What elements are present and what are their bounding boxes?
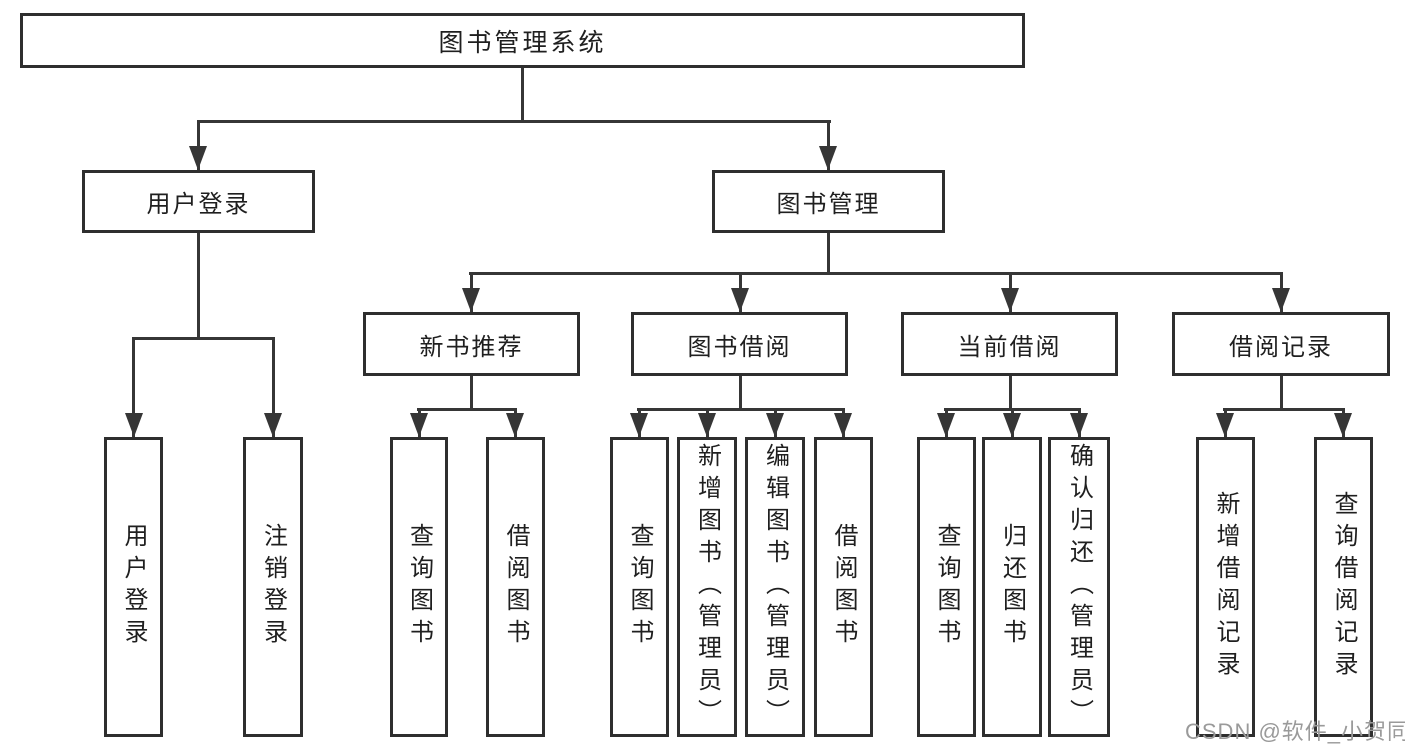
connector-line [132, 337, 135, 437]
arrow-down-icon [462, 288, 480, 312]
node-root-label: 图书管理系统 [438, 28, 607, 57]
arrow-down-icon [506, 413, 524, 437]
leaf-confirm-return-admin-label: 确认归还（管理员） [1065, 443, 1093, 731]
arrow-down-icon [1070, 413, 1088, 437]
leaf-query-books-1-label: 查询图书 [405, 523, 433, 651]
connector-line [827, 233, 830, 272]
node-current-borrowing: 当前借阅 [901, 312, 1118, 376]
connector-line [827, 120, 830, 170]
leaf-user-login-label: 用户登录 [120, 523, 147, 651]
arrow-down-icon [189, 146, 207, 170]
arrow-down-icon [819, 146, 837, 170]
connector-line [1280, 376, 1283, 408]
connector-line [470, 376, 473, 408]
arrow-down-icon [731, 288, 749, 312]
connector-line [417, 408, 517, 411]
arrow-down-icon [1216, 413, 1234, 437]
arrow-down-icon [125, 413, 143, 437]
leaf-return-books: 归还图书 [982, 437, 1042, 737]
arrow-down-icon [1272, 288, 1290, 312]
leaf-borrow-books-2: 借阅图书 [814, 437, 873, 737]
arrow-down-icon [264, 413, 282, 437]
leaf-user-login: 用户登录 [104, 437, 163, 737]
node-root: 图书管理系统 [20, 13, 1025, 68]
node-book-borrowing-label: 图书借阅 [687, 333, 792, 361]
node-book-borrowing: 图书借阅 [631, 312, 848, 376]
leaf-query-books-3: 查询图书 [917, 437, 976, 737]
arrow-down-icon [630, 413, 648, 437]
arrow-down-icon [1334, 413, 1352, 437]
leaf-query-borrow-record: 查询借阅记录 [1314, 437, 1373, 737]
leaf-confirm-return-admin: 确认归还（管理员） [1048, 437, 1110, 737]
leaf-logout-label: 注销登录 [259, 523, 287, 651]
leaf-borrow-books-1-label: 借阅图书 [502, 523, 529, 651]
arrow-down-icon [410, 413, 428, 437]
leaf-return-books-label: 归还图书 [998, 523, 1026, 651]
leaf-query-books-2: 查询图书 [610, 437, 669, 737]
watermark: CSDN @软件_小贺同学 [1185, 719, 1405, 744]
arrow-down-icon [834, 413, 852, 437]
connector-line [197, 120, 200, 170]
arrow-down-icon [1001, 288, 1019, 312]
node-new-book-recommend: 新书推荐 [363, 312, 580, 376]
leaf-edit-books-admin: 编辑图书（管理员） [745, 437, 805, 737]
node-borrowing-records: 借阅记录 [1172, 312, 1390, 376]
connector-line [521, 68, 524, 120]
leaf-add-books-admin: 新增图书（管理员） [677, 437, 737, 737]
node-new-book-recommend-label: 新书推荐 [419, 333, 524, 361]
connector-line [197, 120, 831, 123]
connector-line [739, 376, 742, 408]
node-book-management: 图书管理 [712, 170, 945, 233]
node-current-borrowing-label: 当前借阅 [957, 333, 1062, 361]
leaf-query-books-1: 查询图书 [390, 437, 448, 737]
leaf-query-books-3-label: 查询图书 [933, 523, 960, 651]
connector-line [469, 272, 1283, 275]
leaf-add-books-admin-label: 新增图书（管理员） [693, 443, 721, 731]
node-user-login-label: 用户登录 [146, 191, 251, 218]
node-book-management-label: 图书管理 [776, 191, 881, 218]
connector-line [637, 408, 845, 411]
connector-line [1223, 408, 1345, 411]
leaf-borrow-books-1: 借阅图书 [486, 437, 545, 737]
leaf-edit-books-admin-label: 编辑图书（管理员） [761, 443, 789, 731]
connector-line [1009, 376, 1012, 408]
leaf-add-borrow-record: 新增借阅记录 [1196, 437, 1255, 737]
leaf-borrow-books-2-label: 借阅图书 [830, 523, 857, 651]
connector-line [197, 233, 200, 337]
connector-line [132, 337, 275, 340]
leaf-add-borrow-record-label: 新增借阅记录 [1212, 491, 1239, 683]
arrow-down-icon [766, 413, 784, 437]
leaf-logout: 注销登录 [243, 437, 303, 737]
leaf-query-books-2-label: 查询图书 [626, 523, 653, 651]
node-user-login: 用户登录 [82, 170, 315, 233]
leaf-query-borrow-record-label: 查询借阅记录 [1330, 491, 1357, 683]
connector-line [272, 337, 275, 437]
node-borrowing-records-label: 借阅记录 [1229, 333, 1333, 361]
arrow-down-icon [698, 413, 716, 437]
arrow-down-icon [937, 413, 955, 437]
arrow-down-icon [1003, 413, 1021, 437]
